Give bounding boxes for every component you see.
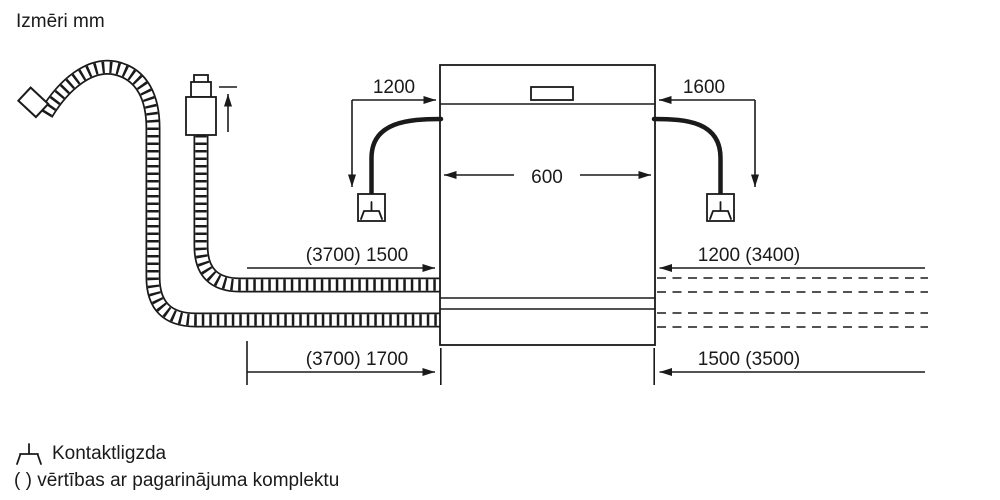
page-title: Izmēri mm — [16, 11, 105, 32]
socket-icon — [709, 201, 732, 220]
drain-hose — [16, 59, 441, 328]
control-display — [530, 86, 574, 101]
dishwasher — [439, 64, 656, 346]
socket-icon — [360, 201, 383, 220]
power-cord-right — [651, 116, 723, 196]
legend-socket-row: Kontaktligzda — [14, 441, 166, 467]
socket-icon — [16, 443, 42, 465]
dim-supply-hose-label: (3700) 1500 — [306, 245, 408, 266]
power-cord-left — [369, 116, 444, 196]
dim-cord-left-label: 1200 — [373, 77, 415, 98]
width-label-backing — [514, 161, 580, 187]
dim-right-mid-label: 1200 (3400) — [698, 245, 800, 266]
dim-cord-right-label: 1600 — [683, 77, 725, 98]
socket-left — [357, 193, 386, 222]
dim-drain-hose-label: (3700) 1700 — [306, 349, 408, 370]
hose-nozzle — [16, 86, 50, 119]
extension-hoses-dashed — [657, 277, 928, 328]
dim-right-bottom-label: 1500 (3500) — [698, 349, 800, 370]
legend-note: ( ) vērtības ar pagarinājuma komplektu — [14, 470, 340, 491]
socket-right — [706, 193, 735, 222]
tap-connector — [185, 74, 237, 136]
supply-hose — [193, 135, 441, 293]
legend-socket-label: Kontaktligzda — [52, 443, 167, 464]
dim-width-label: 600 — [531, 167, 563, 188]
